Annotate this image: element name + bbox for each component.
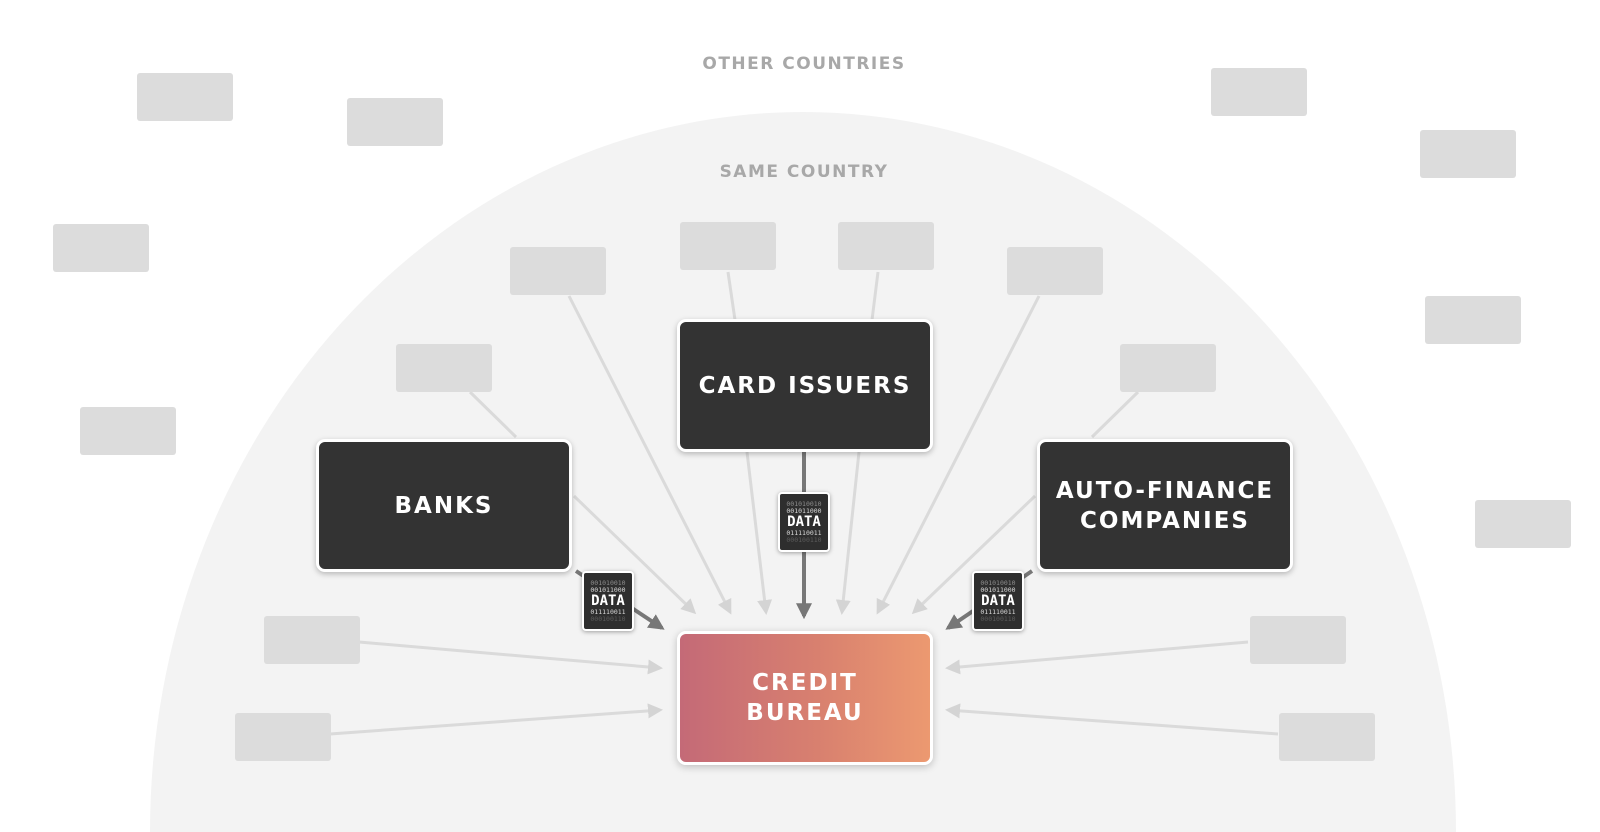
banks-box: BANKS (316, 439, 572, 572)
credit-bureau-label-line1: CREDIT (752, 670, 858, 696)
auto-finance-label-line1: AUTO-FINANCE (1055, 477, 1275, 504)
faint-arrow (572, 494, 697, 615)
data-chip-bits: 001010010 (786, 499, 822, 508)
other-country-placeholder (1420, 130, 1516, 178)
same-country-placeholder (235, 713, 331, 761)
data-chip-bits: 011110011 (980, 607, 1016, 616)
same-country-placeholder (1250, 616, 1346, 664)
faint-arrow (911, 494, 1037, 615)
faint-arrow (745, 451, 773, 615)
data-chip-bits: 001011000 (786, 506, 822, 515)
faint-arrow (567, 295, 732, 615)
data-chip-bits: 001011000 (980, 585, 1016, 594)
data-chip-banks: 001010010 001011000 DATA 011110011 00010… (582, 571, 634, 631)
other-country-placeholder (1475, 500, 1571, 548)
data-chip-bits: 000100110 (590, 614, 626, 623)
same-country-placeholder (1120, 344, 1216, 392)
faint-arrow (945, 640, 1249, 675)
same-country-placeholder (680, 222, 776, 270)
data-chip-bits: 000100110 (980, 614, 1016, 623)
same-country-placeholder (1007, 247, 1103, 295)
faint-arrow (329, 703, 663, 736)
other-country-placeholder (53, 224, 149, 272)
data-chip-bits: 001010010 (980, 578, 1016, 587)
same-country-label: SAME COUNTRY (719, 162, 889, 182)
other-country-placeholder (347, 98, 443, 146)
same-country-placeholder (396, 344, 492, 392)
faint-connector (870, 271, 880, 321)
faint-arrow (358, 640, 663, 675)
auto-finance-companies-box: AUTO-FINANCE COMPANIES (1037, 439, 1293, 572)
faint-arrow (945, 703, 1279, 736)
data-chip-bits: 011110011 (786, 528, 822, 537)
other-countries-label: OTHER COUNTRIES (702, 54, 906, 74)
same-country-placeholder (838, 222, 934, 270)
faint-arrow (876, 295, 1041, 615)
data-chip-bits: 001010010 (590, 578, 626, 587)
faint-arrow (835, 451, 861, 615)
other-country-placeholder (1211, 68, 1307, 116)
banks-label: BANKS (394, 492, 494, 519)
data-chip-bits: 000100110 (786, 535, 822, 544)
same-country-placeholder (264, 616, 360, 664)
other-country-placeholder (80, 407, 176, 455)
data-chip-bits: 011110011 (590, 607, 626, 616)
faint-connector (468, 390, 518, 439)
data-chip-label: DATA (591, 592, 625, 609)
card-issuers-box: CARD ISSUERS (677, 319, 933, 452)
credit-bureau-box: CREDIT BUREAU (677, 631, 933, 765)
same-country-placeholder (510, 247, 606, 295)
faint-connector (1090, 390, 1140, 439)
data-chip-card-issuers: 001010010 001011000 DATA 011110011 00010… (778, 492, 830, 552)
data-chip-bits: 001011000 (590, 585, 626, 594)
data-chip-auto-finance: 001010010 001011000 DATA 011110011 00010… (972, 571, 1024, 631)
faint-connector (726, 271, 737, 321)
credit-bureau-label-line2: BUREAU (746, 700, 864, 726)
card-issuers-label: CARD ISSUERS (698, 372, 912, 399)
same-country-placeholder (1279, 713, 1375, 761)
auto-finance-label-line2: COMPANIES (1080, 507, 1250, 534)
data-chip-label: DATA (787, 513, 821, 530)
other-country-placeholder (1425, 296, 1521, 344)
other-country-placeholder (137, 73, 233, 121)
data-chip-label: DATA (981, 592, 1015, 609)
